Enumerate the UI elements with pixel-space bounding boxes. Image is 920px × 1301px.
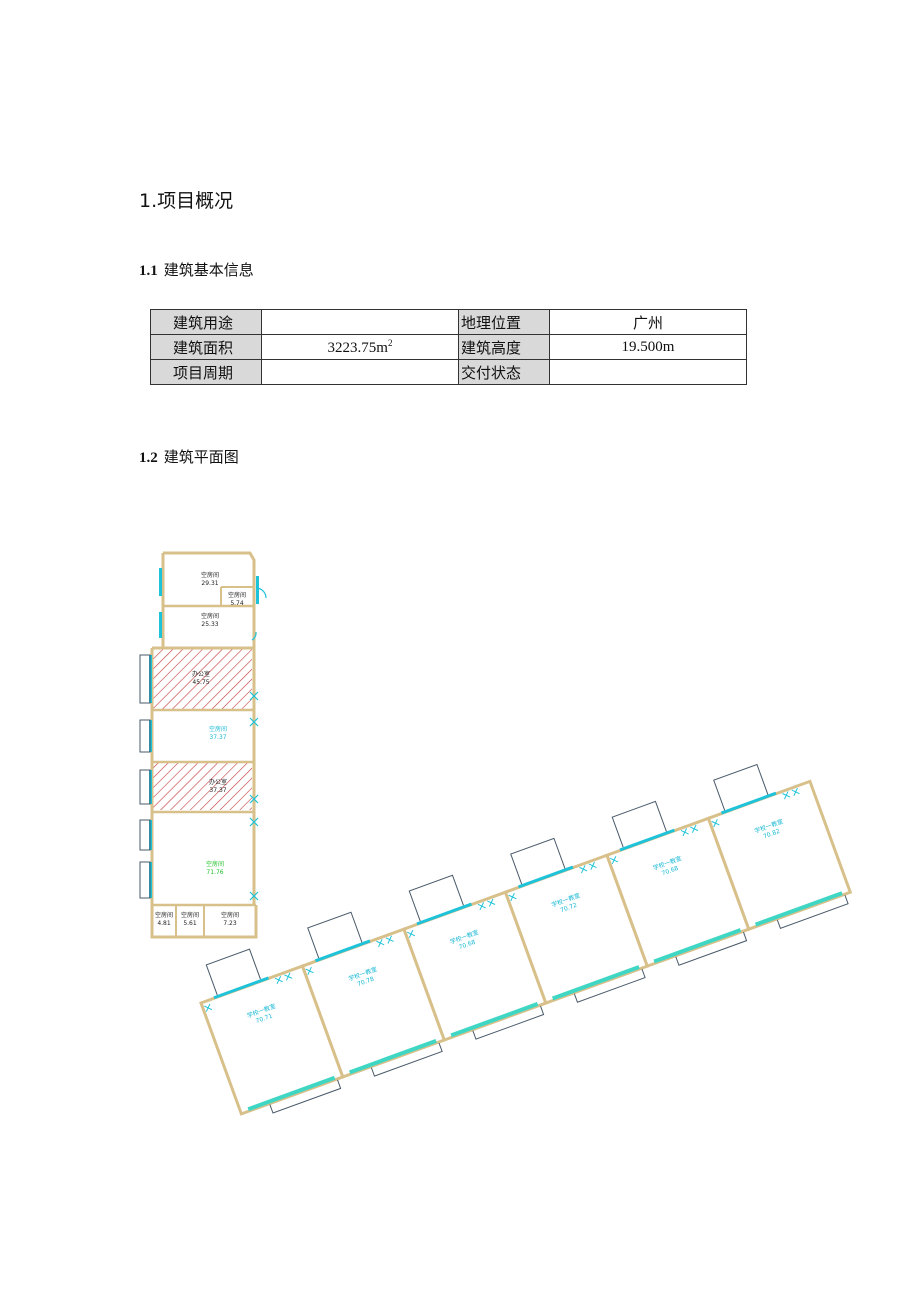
door-icon (376, 935, 394, 948)
unit-window (247, 1075, 336, 1112)
unit-window (314, 939, 371, 963)
unit-balcony (370, 1042, 443, 1077)
room-area: 29.31 (201, 580, 218, 587)
unit-balcony (675, 932, 748, 966)
door-icon (204, 1003, 213, 1012)
building-info-table: 建筑用途 地理位置 广州 建筑面积 3223.75m2 建筑高度 19.500m… (150, 309, 747, 385)
unit-window (213, 976, 269, 1000)
unit-balcony (713, 763, 769, 811)
unit-window (348, 1038, 437, 1075)
cell-label: 建筑用途 (150, 309, 262, 335)
room-area: 71.76 (206, 869, 223, 876)
cell-label: 地理位置 (458, 309, 550, 335)
unit-balcony (510, 837, 566, 885)
unit-balcony (307, 911, 363, 959)
door-icon (782, 787, 800, 800)
unit-balcony (205, 948, 261, 996)
cell-value (261, 359, 459, 385)
unit-window (653, 928, 742, 964)
cell-value: 广州 (549, 309, 747, 335)
cell-label: 交付状态 (458, 359, 550, 385)
room-area: 37.37 (209, 734, 226, 741)
room-label: 空房间 (228, 591, 246, 599)
diagonal-building-block: 学校一教室70.71学校一教室70.78学校一教室70.68学校一教室70.72… (199, 763, 853, 1116)
door-icon (680, 824, 699, 837)
table-row: 建筑用途 地理位置 广州 (150, 309, 747, 335)
unit-window (754, 891, 843, 927)
door-icon (274, 972, 293, 985)
area-value: 3223.75m (327, 339, 388, 356)
cell-value (549, 359, 747, 385)
unit-balcony (269, 1079, 342, 1114)
room-label: 办公室 (192, 670, 210, 678)
section-number: 1.1 (139, 263, 158, 279)
unit-window (416, 902, 472, 926)
room-area: 25.33 (201, 621, 218, 628)
section-number: 1.2 (139, 450, 158, 466)
unit-window (551, 965, 640, 1001)
room-label: 空房间 (201, 612, 219, 620)
cell-value-area: 3223.75m2 (261, 334, 459, 360)
unit-balcony (573, 968, 646, 1003)
room-area: 5.74 (230, 600, 244, 607)
unit-window (720, 791, 777, 815)
section-heading-floor-plan: 1.2 建筑平面图 (139, 446, 239, 467)
cell-label: 建筑高度 (458, 334, 550, 360)
door-icon (508, 892, 517, 902)
room-label: 空房间 (155, 911, 173, 919)
room-area: 37.37 (209, 787, 226, 794)
room-area: 7.23 (223, 920, 237, 927)
unit-window (517, 865, 574, 889)
office-hatch (152, 762, 252, 810)
unit-window (450, 1002, 539, 1038)
unit-balcony (472, 1005, 545, 1040)
unit-balcony (611, 800, 667, 848)
cell-value: 19.500m (549, 334, 747, 360)
left-building-block: 空房间 29.31 空房间 5.74 空房间 25.33 办公室 45.75 空… (139, 551, 267, 939)
door-icon (305, 966, 314, 975)
table-row: 建筑面积 3223.75m2 建筑高度 19.500m (150, 334, 747, 360)
unit-balcony (408, 874, 464, 922)
office-hatch (152, 648, 252, 710)
room-label: 空房间 (221, 911, 239, 919)
unit-window (619, 828, 675, 852)
table-row: 项目周期 交付状态 (150, 359, 747, 385)
unit-balcony (776, 895, 849, 929)
room-area: 5.61 (183, 920, 197, 927)
door-icon (477, 898, 496, 911)
door-icon (609, 856, 619, 865)
door-icon (711, 819, 720, 828)
room-label: 空房间 (201, 571, 219, 579)
cell-label: 建筑面积 (150, 334, 262, 360)
section-title: 建筑平面图 (163, 448, 239, 466)
room-area: 4.81 (157, 920, 171, 927)
room-label: 办公室 (209, 778, 227, 786)
room-label: 空房间 (206, 860, 224, 868)
cell-label: 项目周期 (150, 359, 262, 385)
area-unit-exponent: 2 (387, 337, 393, 348)
section-heading-project-overview: 1.项目概况 (139, 190, 234, 212)
room-label: 空房间 (209, 725, 227, 733)
door-icon (407, 929, 416, 939)
section-heading-basic-info: 1.1 建筑基本信息 (139, 259, 254, 280)
room-area: 45.75 (192, 679, 209, 686)
door-icon (579, 861, 597, 874)
section-title: 建筑基本信息 (163, 261, 254, 279)
room-label: 空房间 (181, 911, 199, 919)
